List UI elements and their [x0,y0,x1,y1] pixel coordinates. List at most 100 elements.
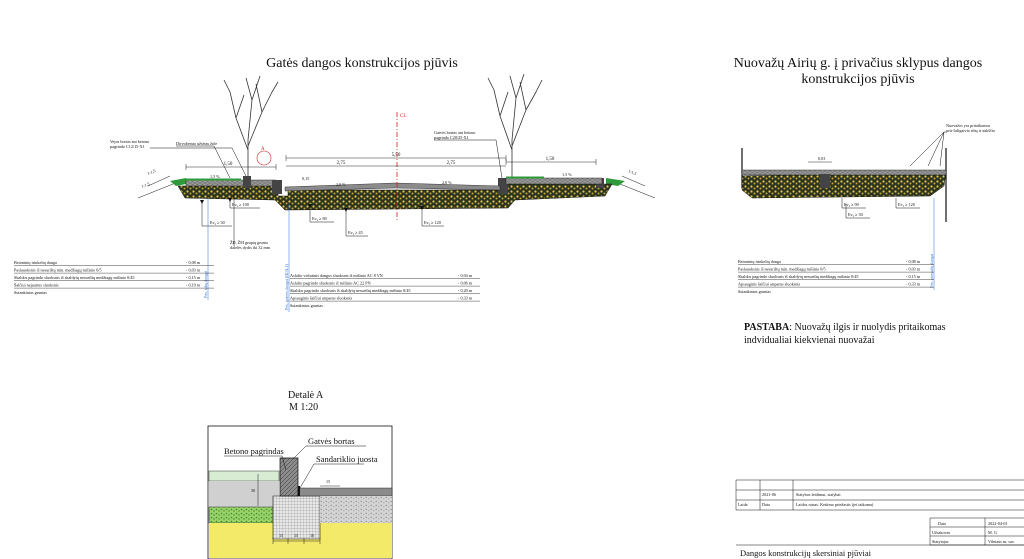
sidewalk-layer-name: Skaldos pagrindo sluoksnis iš skaldytų n… [14,275,135,280]
ev-road-c: Ev₂ ≥ 120 [424,220,441,225]
curb-left [243,176,251,188]
tb-col-laida: Laida [738,502,748,507]
right-section-title-2: konstrukcijos pjūvis [801,72,914,87]
road-layer-name: Asfalto pagrindo sluoksnis iš mišinio AC… [290,281,371,286]
detail-dim-height: 30 [251,488,255,493]
right-section-title-1: Nuovažų Airių g. į privačius sklypus dan… [734,56,982,71]
slope-walk-left: 1,5 % [210,174,220,180]
driveway-ev-c: Ev₂ ≥ 120 [898,202,915,207]
dim-offset: 0,15 [302,176,309,182]
note-label: PASTABA [744,322,790,333]
detail-label-curb: Gatvės bortas [308,436,355,446]
callout-root: Dirvožemio užsėtas žole [176,141,217,146]
dim-sidewalk-right: 1,50 [546,157,555,162]
detail-title: Detalė A [288,390,324,401]
road-layer-name: Asfalto viršutinis dangos sluoksnis iš m… [290,273,383,278]
detail-label-sealant: Sandariklio juosta [316,454,378,464]
slope-left2-label: 1:1,5 [147,168,157,177]
slope-walk-right: 1,5 % [562,172,572,178]
street-cross-section: Gatės dangos konstrukcijos pjūvis 1:1,5 … [14,56,656,312]
driveway-layers [741,171,947,199]
ev-walk-a: Ev₂ ≥ 100 [232,202,249,207]
driveway-layer-value: - 0,03 m [906,267,921,273]
tb-col-data: Data [762,502,770,507]
note-text-1: : Nuovažų ilgis ir nuolydis pritaikomas [789,322,945,333]
driveway-layer-name: Apsauginis šalčiui atsparus sluoksnis [738,282,801,287]
sidewalk-layer-value: - 0,08 m [186,260,201,266]
driveway-layer-name: Betoninių trinkelių danga [738,259,781,264]
centerline-label: CL [400,114,406,119]
callout-curb-right-1: Gatvės bortas ant betono [434,130,476,135]
sidewalk-layer-name: Paslauoksnis iš nesurištų min. medžiagų … [14,268,102,273]
tree-left [223,75,279,182]
road-layer-value: - 0,06 m [458,281,473,287]
driveway-layer-name: Sutankintas gruntas [738,289,771,294]
tb-builder-value: Vilniaus m. sav. [988,539,1015,544]
sidewalk-layer-value: - 0,03 m [186,268,201,274]
road-layer-name: Skaldos pagrindo sluoksnis iš skaldytų n… [290,288,411,293]
driveway-layer-value: - 0,15 m [906,274,921,280]
sidewalk-layer-table: Betoninių trinkelių danga - 0,08 m Paslauo… [14,260,214,295]
driveway-layer-name: Skaldos pagrindo sluoksnis iš skaldytų n… [738,274,859,279]
callout-curb-left-2: pagrindo C12/15-X1 [110,144,145,149]
dimension-lines: 1,50 5,50 2,75 2,75 1,50 0,15 1,5 % 2,0 … [185,153,597,188]
sidewalk-layer-name: Sutankintas gruntas [14,290,47,295]
tb-data-label: Data [938,521,946,526]
callout-soil-2: dalelės dydis iki 32 mm [230,245,271,250]
sidewalk-layer-name: Betoninių trinkelių danga [14,260,57,265]
dim-carriage: 5,50 [392,153,401,158]
dim-sidewalk-left: 1,50 [224,162,233,167]
ev-walk-b: Ev₂ ≥ 30 [210,220,225,225]
callout-curb-right-2: pagrindo C20/25-X1 [434,135,469,140]
ev-markers: Ev₂ ≥ 100 Ev₂ ≥ 30 Ev₂ ≥ 80 Ev₂ ≥ 45 Ev₂… [200,198,444,237]
tb-col-desc: Laidos ratsas. Keitimo priežastis (jei t… [796,502,874,507]
detail-dim-b2: 15 [294,533,298,538]
callout-curb-left-1: Vejos bortas ant betono [110,139,149,144]
vertical-label-right: Pės. gatvės dangai (IK3L1) [284,264,289,310]
detail-dim-right: 15 [326,479,330,484]
dim-lane-right: 2,75 [447,161,456,166]
road-layer-value: - 0,20 m [458,288,473,294]
driveway-layer-table: Betoninių trinkelių danga- 0,08 mPaslauo… [738,259,934,294]
tb-client-value: M. G [988,530,997,535]
callout-soil-1: ŽD, ŽM grupių grunta [230,240,268,246]
driveway-layer-name: Paslauoksnis iš nesurištų min. medžiagų … [738,267,826,272]
sidewalk-right-grass [506,176,544,179]
vertical-label-left: Pės. takų dangai [203,270,208,298]
tree-right [487,73,543,182]
tb-revision-text: Statybos leidimui, statybai [796,492,841,498]
tb-revision-date: 2021-06 [762,492,776,497]
road-layer-name: Sutankintas gruntas [290,303,323,308]
road-layer-name: Apsauginis šalčiui atsparus sluoksnis [290,296,353,301]
driveway-ev-b: Ev₂ ≥ 30 [848,212,863,217]
slope-right-label: 1:1,5 [627,168,637,177]
detail-dim-b1: 15 [279,533,283,538]
road-layer-value: - 0,04 m [458,273,473,279]
detail-dim-b3: 10 [310,533,314,538]
left-section-title: Gatės dangos konstrukcijos pjūvis [266,56,458,71]
asphalt-layer [284,182,501,192]
ev-road-b: Ev₂ ≥ 45 [348,230,363,235]
detail-a-marker [256,150,272,166]
curb-road-right [498,178,508,194]
sidewalk-right-paver [505,177,603,185]
grass-left [170,178,186,186]
sidewalk-left-paver [185,179,277,187]
sidewalk-left-grass [186,178,241,181]
driveway-callout-2: prie šaligatvio ribų ir aukščio [946,128,995,133]
detail-a: Detalė A M 1:20 Betono pagrindas Gatvės … [207,390,393,559]
driveway-vertical-label: Pės. nuovažų dangai [929,253,934,288]
detail-scale: M 1:20 [289,402,318,413]
title-block: 2021-06 Statybos leidimui, statybai Laid… [735,479,1024,558]
driveway-cross-section: Nuovažų Airių g. į privačius sklypus dan… [734,56,995,346]
slope-left-label: 1:1,5 [141,181,151,190]
sidewalk-layer-value: - 0,19 m [186,283,201,289]
driveway-paver [741,169,947,176]
road-layer-table: Asfalto viršutinis dangos sluoksnis iš m… [290,273,480,308]
slope-lane-right: 2,0 % [442,180,452,186]
road-layer-value: - 0,33 m [458,296,473,302]
note-text-2: indvidualiai kiekvienai nuovažai [744,335,875,346]
driveway-dim: 0,03 [818,156,825,162]
driveway-curb [820,174,830,188]
note: PASTABA: Nuovažų ilgis ir nuolydis prita… [744,322,946,333]
